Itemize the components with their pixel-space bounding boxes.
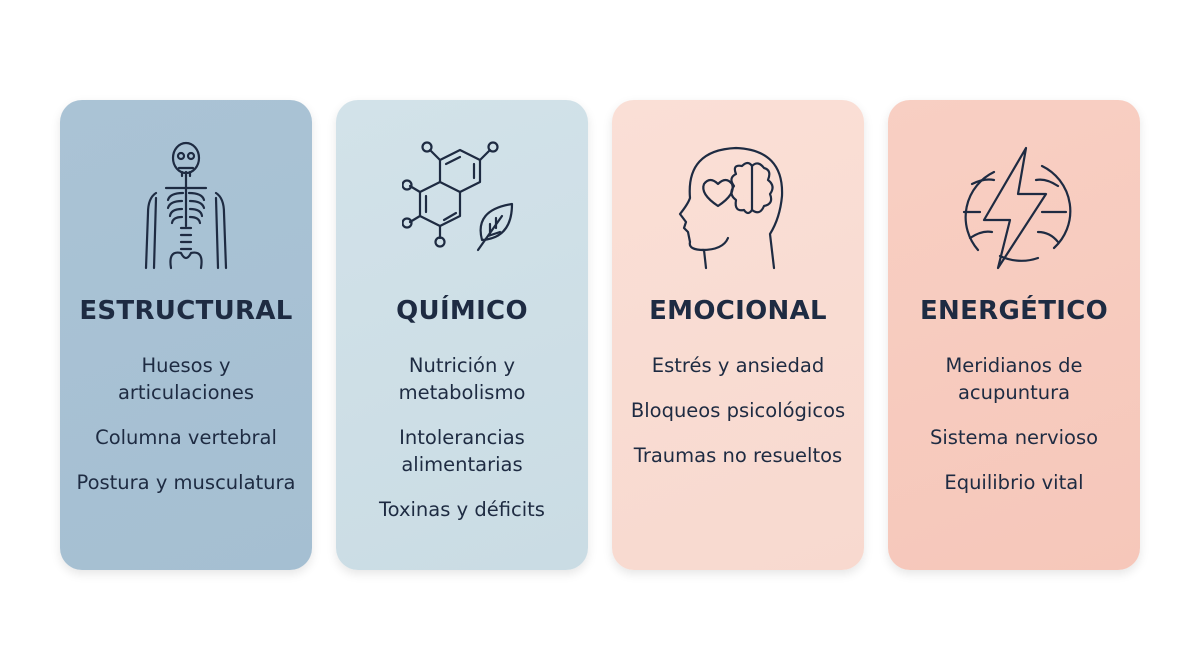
card-quimico: QUÍMICO Nutrición y metabolismo Intolera… [336,100,588,570]
head-heart-brain-icon [678,138,798,273]
list-item: Intolerancias alimentarias [399,426,525,476]
list-item: Traumas no resueltos [633,444,843,467]
skeleton-icon [126,138,246,273]
list-item: Toxinas y déficits [379,498,545,521]
lightning-globe-icon [954,138,1074,273]
list-item: Meridianos de acupuntura [945,354,1083,404]
card-title: ESTRUCTURAL [79,296,293,326]
list-item: Bloqueos psicológicos [630,399,846,422]
list-item: Huesos y articulaciones [117,354,255,404]
card-title: EMOCIONAL [649,296,827,326]
card-title: ENERGÉTICO [920,296,1108,326]
card-emocional: EMOCIONAL Estrés y ansiedad Bloqueos psi… [612,100,864,570]
list-item: Nutrición y metabolismo [398,354,526,404]
list-item: Estrés y ansiedad [651,354,825,377]
card-energetico: ENERGÉTICO Meridianos de acupuntura Sist… [888,100,1140,570]
list-item: Equilibrio vital [944,471,1084,494]
list-item: Postura y musculatura [76,471,296,494]
card-estructural: ESTRUCTURAL Huesos y articulaciones Colu… [60,100,312,570]
list-item: Sistema nervioso [929,426,1099,449]
list-item: Columna vertebral [95,426,277,449]
card-title: QUÍMICO [396,296,528,326]
molecule-leaf-icon [401,138,522,273]
